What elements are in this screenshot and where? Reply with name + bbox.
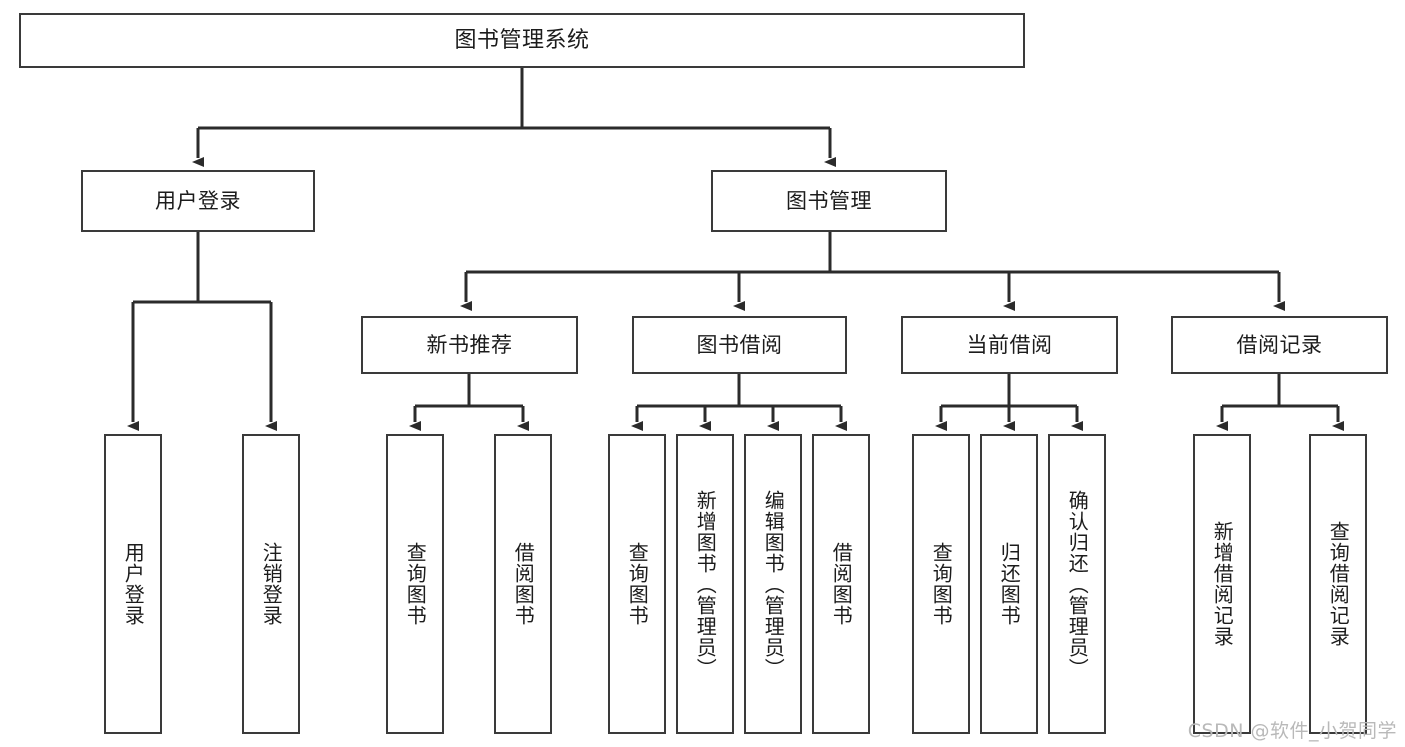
node-current-borrow[interactable]: 当前借阅 bbox=[901, 316, 1118, 374]
node-leaf-query-record[interactable]: 查询借阅记录 bbox=[1309, 434, 1367, 734]
node-leaf-query-book-2[interactable]: 查询图书 bbox=[608, 434, 666, 734]
node-borrow-record[interactable]: 借阅记录 bbox=[1171, 316, 1388, 374]
node-label: 新增图书（管理员） bbox=[693, 489, 718, 679]
node-book-borrow[interactable]: 图书借阅 bbox=[632, 316, 847, 374]
node-label: 借阅记录 bbox=[1236, 332, 1323, 357]
node-user-login[interactable]: 用户登录 bbox=[81, 170, 315, 232]
node-new-book-recommend[interactable]: 新书推荐 bbox=[361, 316, 578, 374]
node-leaf-user-login[interactable]: 用户登录 bbox=[104, 434, 162, 734]
node-label: 查询图书 bbox=[929, 542, 954, 626]
node-leaf-confirm-return[interactable]: 确认归还（管理员） bbox=[1048, 434, 1106, 734]
node-label: 注销登录 bbox=[259, 542, 284, 626]
node-leaf-logout-login[interactable]: 注销登录 bbox=[242, 434, 300, 734]
node-label: 当前借阅 bbox=[966, 332, 1053, 357]
node-leaf-query-book-1[interactable]: 查询图书 bbox=[386, 434, 444, 734]
node-label: 新书推荐 bbox=[426, 332, 513, 357]
node-leaf-add-record[interactable]: 新增借阅记录 bbox=[1193, 434, 1251, 734]
node-label: 借阅图书 bbox=[511, 542, 536, 626]
node-label: 借阅图书 bbox=[829, 542, 854, 626]
node-label: 归还图书 bbox=[997, 542, 1022, 626]
node-label: 用户登录 bbox=[155, 188, 241, 213]
node-book-management[interactable]: 图书管理 bbox=[711, 170, 947, 232]
node-leaf-edit-book[interactable]: 编辑图书（管理员） bbox=[744, 434, 802, 734]
node-label: 查询图书 bbox=[625, 542, 650, 626]
node-label: 编辑图书（管理员） bbox=[761, 489, 786, 679]
node-label: 新增借阅记录 bbox=[1210, 521, 1235, 647]
node-leaf-borrow-book-1[interactable]: 借阅图书 bbox=[494, 434, 552, 734]
node-leaf-borrow-book-2[interactable]: 借阅图书 bbox=[812, 434, 870, 734]
node-label: 确认归还（管理员） bbox=[1065, 489, 1090, 679]
node-leaf-return-book[interactable]: 归还图书 bbox=[980, 434, 1038, 734]
node-label: 用户登录 bbox=[121, 542, 146, 626]
node-label: 图书借阅 bbox=[696, 332, 783, 357]
node-leaf-add-book[interactable]: 新增图书（管理员） bbox=[676, 434, 734, 734]
node-label: 图书管理系统 bbox=[454, 27, 590, 53]
node-label: 查询借阅记录 bbox=[1326, 521, 1351, 647]
node-leaf-query-book-3[interactable]: 查询图书 bbox=[912, 434, 970, 734]
node-label: 查询图书 bbox=[403, 542, 428, 626]
node-root-system[interactable]: 图书管理系统 bbox=[19, 13, 1025, 68]
watermark-text: CSDN @软件_小贺同学 bbox=[1187, 720, 1397, 742]
node-label: 图书管理 bbox=[786, 188, 872, 213]
